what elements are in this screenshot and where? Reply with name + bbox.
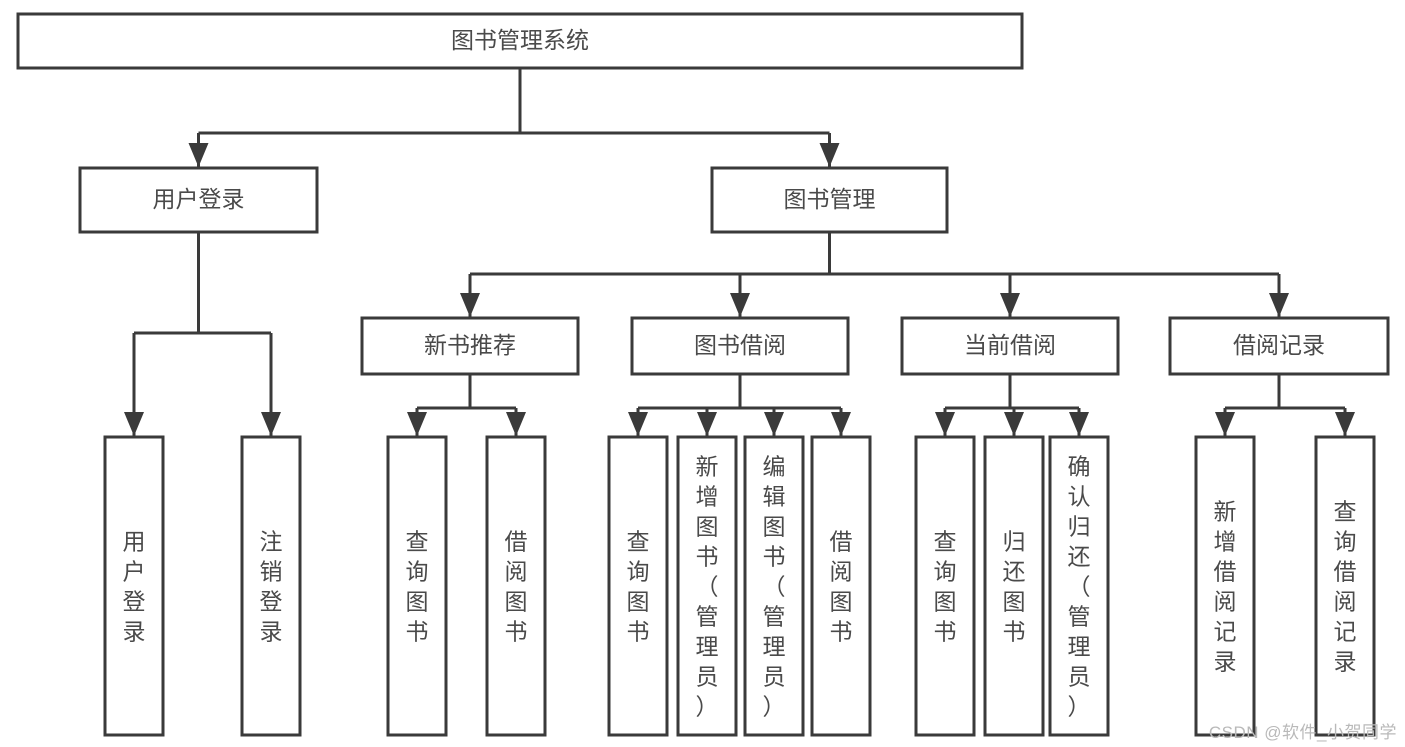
node-label: 确认归还（管理员） — [1068, 453, 1091, 719]
arrow-head-icon — [764, 412, 784, 436]
node-box — [983, 435, 1045, 737]
arrow-head-icon — [935, 412, 955, 436]
node-leaf-借阅图书[interactable]: 借阅图书 — [810, 435, 872, 737]
node-leaf-查询图书[interactable]: 查询图书 — [914, 435, 976, 737]
node-box — [1048, 435, 1110, 737]
node-label: 查询借阅记录 — [1334, 498, 1357, 674]
arrow-head-icon — [124, 412, 144, 436]
node-box — [103, 435, 165, 737]
arrow-head-icon — [730, 293, 750, 317]
arrow-head-icon — [407, 412, 427, 436]
node-label: 新增借阅记录 — [1214, 498, 1237, 674]
node-label: 查询图书 — [934, 528, 957, 644]
arrow-head-icon — [1000, 293, 1020, 317]
node-box — [360, 316, 580, 376]
node-label: 当前借阅 — [964, 332, 1056, 358]
node-label: 图书管理系统 — [451, 27, 589, 53]
node-leaf-确认归还管理员[interactable]: 确认归还（管理员） — [1048, 435, 1110, 737]
node-leaf-归还图书[interactable]: 归还图书 — [983, 435, 1045, 737]
arrow-head-icon — [1215, 412, 1235, 436]
node-leaf-用户登录[interactable]: 用户登录 — [103, 435, 165, 737]
node-label: 借阅记录 — [1233, 332, 1325, 358]
node-box — [1194, 435, 1256, 737]
connector-layer — [124, 68, 1355, 436]
node-label: 编辑图书（管理员） — [763, 453, 786, 719]
node-box — [900, 316, 1120, 376]
node-box — [607, 435, 669, 737]
node-leaf-查询图书[interactable]: 查询图书 — [386, 435, 448, 737]
arrow-head-icon — [261, 412, 281, 436]
node-label: 新书推荐 — [424, 332, 516, 358]
arrow-head-icon — [697, 412, 717, 436]
node-leaf-查询图书[interactable]: 查询图书 — [607, 435, 669, 737]
arrow-head-icon — [819, 143, 840, 167]
arrow-head-icon — [1269, 293, 1289, 317]
node-label: 查询图书 — [627, 528, 650, 644]
node-box — [78, 166, 319, 234]
node-l3-新书推荐[interactable]: 新书推荐 — [360, 316, 580, 376]
node-leaf-注销登录[interactable]: 注销登录 — [240, 435, 302, 737]
node-label: 借阅图书 — [830, 528, 853, 644]
node-leaf-新增图书管理员[interactable]: 新增图书（管理员） — [676, 435, 738, 737]
node-l3-借阅记录[interactable]: 借阅记录 — [1168, 316, 1390, 376]
node-label: 图书管理 — [784, 186, 876, 212]
node-root-图书管理系统[interactable]: 图书管理系统 — [16, 12, 1024, 70]
node-box — [914, 435, 976, 737]
node-leaf-新增借阅记录[interactable]: 新增借阅记录 — [1194, 435, 1256, 737]
arrow-head-icon — [1335, 412, 1355, 436]
arrow-head-icon — [460, 293, 480, 317]
arrow-head-icon — [506, 412, 526, 436]
node-label: 借阅图书 — [505, 528, 528, 644]
arrow-head-icon — [188, 143, 209, 167]
node-leaf-借阅图书[interactable]: 借阅图书 — [485, 435, 547, 737]
node-box — [386, 435, 448, 737]
node-l3-当前借阅[interactable]: 当前借阅 — [900, 316, 1120, 376]
arrow-head-icon — [628, 412, 648, 436]
node-box — [810, 435, 872, 737]
node-box — [240, 435, 302, 737]
arrow-head-icon — [831, 412, 851, 436]
csdn-watermark: CSDN @软件_小贺同学 — [1208, 723, 1397, 742]
node-leaf-查询借阅记录[interactable]: 查询借阅记录 — [1314, 435, 1376, 737]
node-leaf-编辑图书管理员[interactable]: 编辑图书（管理员） — [743, 435, 805, 737]
node-box — [16, 12, 1024, 70]
node-label: 新增图书（管理员） — [696, 453, 719, 719]
node-box — [485, 435, 547, 737]
arrow-head-icon — [1004, 412, 1024, 436]
node-box — [1314, 435, 1376, 737]
node-box — [676, 435, 738, 737]
node-l3-图书借阅[interactable]: 图书借阅 — [630, 316, 850, 376]
node-label: 归还图书 — [1003, 528, 1026, 644]
node-label: 用户登录 — [153, 186, 245, 212]
node-l2-用户登录[interactable]: 用户登录 — [78, 166, 319, 234]
node-label: 用户登录 — [123, 528, 146, 644]
arrow-head-icon — [1069, 412, 1089, 436]
node-box — [1168, 316, 1390, 376]
node-l2-图书管理[interactable]: 图书管理 — [710, 166, 949, 234]
node-label: 查询图书 — [406, 528, 429, 644]
node-box — [743, 435, 805, 737]
node-label: 注销登录 — [260, 528, 283, 644]
node-box — [630, 316, 850, 376]
node-box — [710, 166, 949, 234]
node-layer: 图书管理系统用户登录图书管理新书推荐图书借阅当前借阅借阅记录用户登录注销登录查询… — [16, 12, 1390, 737]
node-label: 图书借阅 — [694, 332, 786, 358]
